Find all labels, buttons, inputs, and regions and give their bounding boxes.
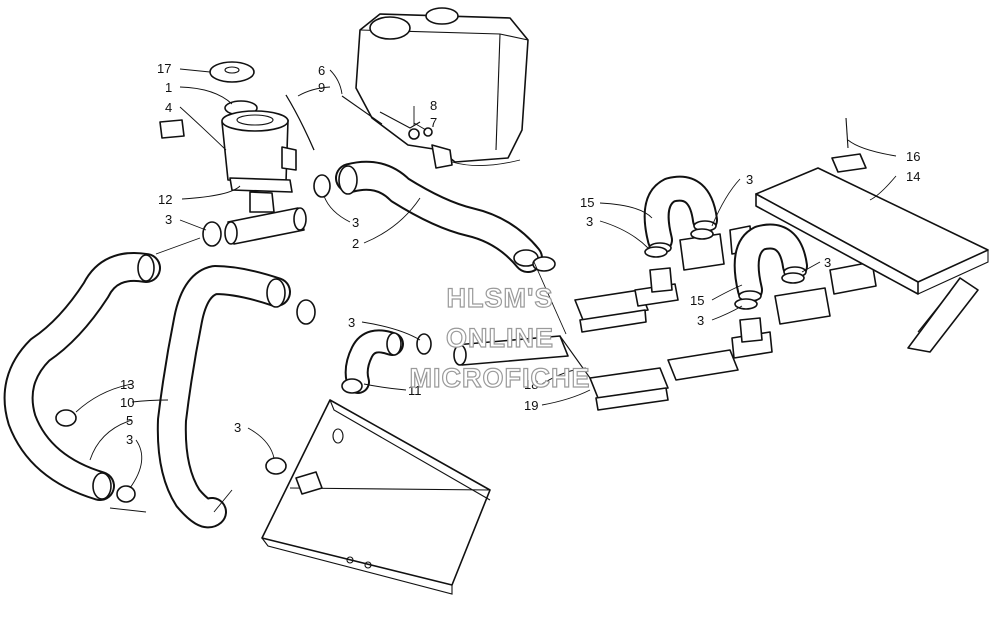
callout-3e: 3 [824,255,831,270]
callout-3c: 3 [586,214,593,229]
watermark-line-3: MICROFICHE [410,363,591,393]
elbow-15-lower [733,223,808,343]
callout-11: 11 [408,383,422,398]
callout-19: 19 [524,398,538,413]
callout-6: 6 [318,63,325,78]
callout-1: 1 [165,80,172,95]
watermark-line-1: HLSM'S [447,283,554,313]
hose-13 [3,252,161,501]
callout-3f: 3 [697,313,704,328]
watermark-line-2: ONLINE [446,323,554,353]
callout-8: 8 [430,98,437,113]
shroud-panel [261,399,491,595]
callouts: 17 1 4 12 3 6 9 8 7 3 2 15 3 3 16 14 3 1… [120,61,920,447]
callout-3h: 3 [126,432,133,447]
hose-10 [156,265,291,529]
filler-neck-assembly [159,61,315,213]
callout-13: 13 [120,377,134,392]
callout-17: 17 [157,61,171,76]
watermark: HLSM'S ONLINE MICROFICHE [409,282,591,393]
callout-10: 10 [120,395,134,410]
callout-7: 7 [430,115,437,130]
tee-fitting [224,207,307,245]
hose-clamps [55,127,805,503]
callout-15a: 15 [580,195,594,210]
callout-12: 12 [158,192,172,207]
overflow-tank [355,7,529,169]
callout-14: 14 [906,169,920,184]
callout-2: 2 [352,236,359,251]
callout-3g: 3 [348,315,355,330]
elbow-15-upper [643,175,718,293]
hose-11 [344,329,404,394]
callout-4: 4 [165,100,172,115]
callout-18: 18 [524,377,538,392]
callout-5: 5 [126,413,133,428]
callout-16: 16 [906,149,920,164]
screw-6 [341,95,383,125]
callout-15b: 15 [690,293,704,308]
callout-3a: 3 [165,212,172,227]
heat-exchanger-14 [755,117,989,353]
callout-9: 9 [318,80,325,95]
callout-3b: 3 [352,215,359,230]
leader-lines [75,68,897,513]
callout-3d: 3 [746,172,753,187]
hose-2 [335,160,543,273]
callout-3i: 3 [234,420,241,435]
